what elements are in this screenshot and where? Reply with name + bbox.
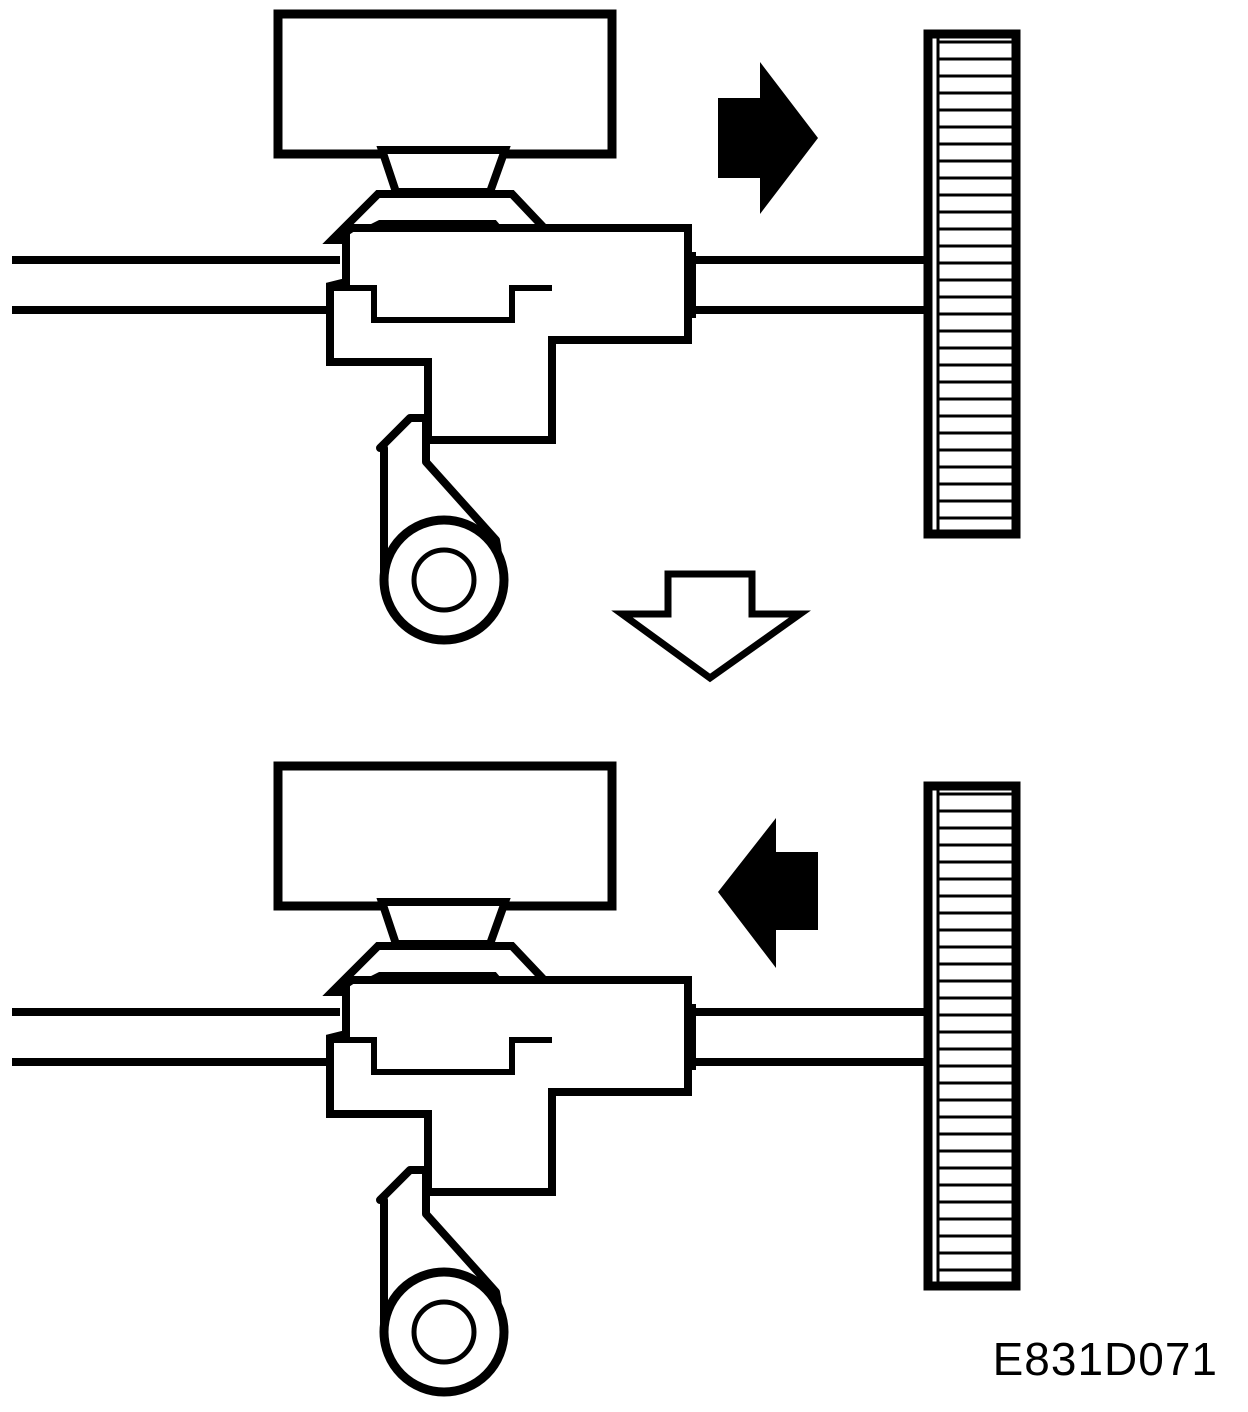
arrow-right-icon [718,62,818,214]
arrow-left-icon [718,818,818,968]
arrow-down-outline-icon [611,570,811,683]
figure-reference-code: E831D071 [992,1333,1218,1385]
assembly-state-1 [12,14,1016,640]
assembly-state-2 [12,766,1016,1392]
